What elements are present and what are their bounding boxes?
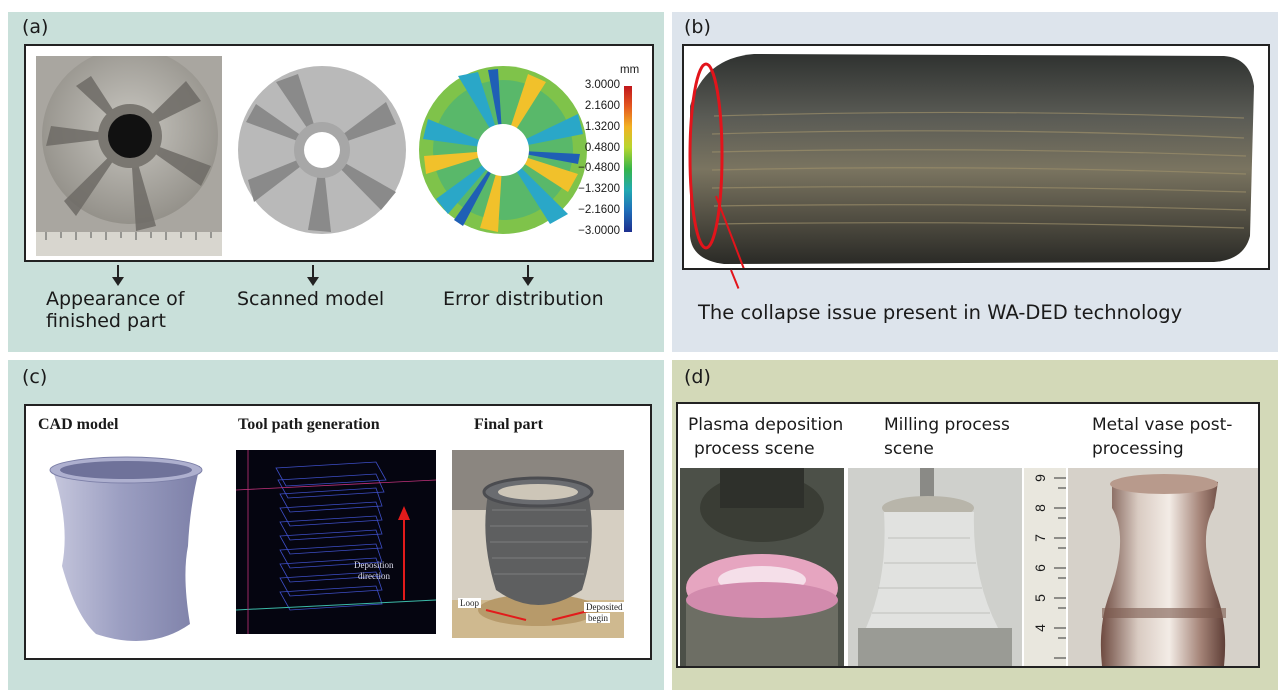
collapse-photo-frame [682,44,1270,270]
colorbar-tick-label: −0.4800 [578,162,620,175]
panel-label-a: (a) [22,16,49,38]
scanned-model-image [236,62,408,242]
ruler-mark-label: 4 [1031,624,1048,632]
ruler-mark-label: 7 [1031,534,1048,542]
finished-part-photo [36,48,222,256]
milling-process-photo [848,468,1022,666]
annotation-deposited-1: Deposited [584,602,625,612]
header-final-part: Final part [474,416,543,433]
metal-vase-photo [1068,468,1258,666]
arrow-appearance [112,265,124,286]
panel-label-d: (d) [684,366,711,388]
arrow-error [522,265,534,286]
arrow-scanned [307,265,319,286]
header-vase-2: processing [1092,439,1184,459]
header-plasma-1: Plasma deposition [688,415,844,435]
plasma-deposition-photo [680,468,844,666]
header-milling-1: Milling process [884,415,1010,435]
panel-d-frame: Plasma deposition process scene Milling … [676,402,1260,668]
ruler-mark-label: 9 [1031,474,1048,482]
ruler: 9 8 7 6 5 4 [1024,468,1066,666]
header-tool-path: Tool path generation [238,416,380,433]
colorbar-unit: mm [620,64,640,76]
colorbar-tick-label: 2.1600 [584,99,620,112]
colorbar-tick-label: −2.1600 [578,204,620,217]
ruler-mark-label: 6 [1031,564,1048,572]
header-plasma-2: process scene [694,439,815,459]
ruler-mark-label: 8 [1031,504,1048,512]
annotation-loop: Loop [458,598,481,608]
deposited-wall-photo [688,54,1254,268]
panel-a-frame: mm 3.0000 2.1600 1.3200 0.4800 −0.4800 −1.320… [24,44,654,262]
colorbar-tick-label: −1.3200 [578,183,620,196]
collapse-arrow-line [730,269,740,289]
panel-b: (b) [672,12,1278,352]
tool-path-render: Deposition direction [235,450,437,634]
final-part-photo: Loop Deposited begin [452,450,625,638]
header-milling-2: scene [884,439,934,459]
colorbar-tick-label: −3.0000 [578,225,620,237]
panel-label-c: (c) [22,366,48,388]
annotation-deposition-2: direction [358,571,390,581]
cad-model-render [40,456,220,646]
caption-error: Error distribution [443,288,604,310]
annotation-deposition-1: Deposition [354,560,394,570]
colorbar [624,86,632,232]
annotation-deposited-2: begin [586,613,610,623]
caption-appearance-1: Appearance of [46,288,185,310]
header-cad-model: CAD model [38,416,119,433]
caption-collapse: The collapse issue present in WA-DED tec… [698,301,1183,324]
error-distribution-image [418,64,588,236]
colorbar-tick-label: 3.0000 [584,79,620,91]
ruler-mark-label: 5 [1031,594,1048,602]
caption-scanned: Scanned model [237,288,385,310]
panel-c: (c) CAD model Tool path generation Final… [8,360,664,690]
caption-appearance-2: finished part [46,310,166,332]
colorbar-tick-label: 1.3200 [584,120,620,133]
header-vase-1: Metal vase post- [1092,415,1233,435]
colorbar-tick-label: 0.4800 [584,141,620,154]
panel-a: (a) [8,12,664,352]
panel-label-b: (b) [684,16,711,38]
panel-d: (d) Plasma deposition process scene Mill… [672,360,1278,690]
panel-c-frame: CAD model Tool path generation Final par… [24,404,652,660]
